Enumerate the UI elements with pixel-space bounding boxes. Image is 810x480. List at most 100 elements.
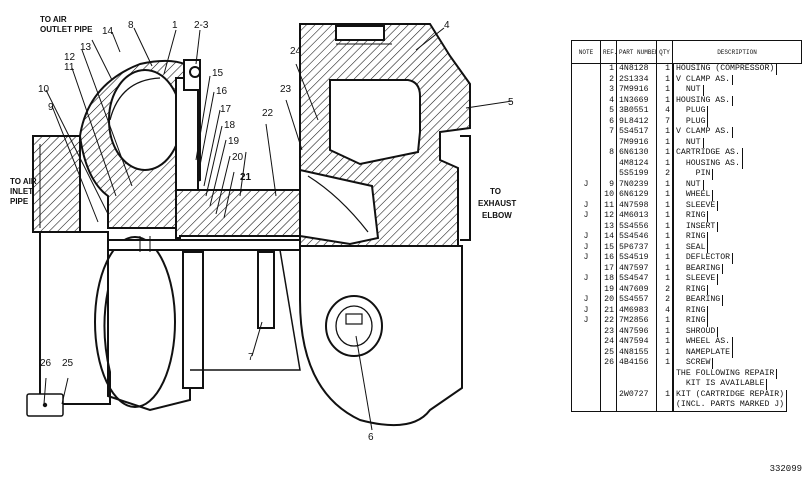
part-callouts: 1 2-3 4 5 6 7 8 9 10 11 12 13 14 15 16 1…: [38, 20, 514, 443]
callout-19: 19: [228, 136, 240, 147]
table-cell-note: J: [571, 211, 601, 222]
table-cell-qty: 1: [656, 326, 673, 337]
table-cell-ref: 15: [600, 242, 617, 253]
header-qty: QTY: [656, 40, 673, 64]
table-cell-note: [571, 63, 601, 75]
table-cell-part: 1N3669: [616, 95, 657, 106]
table-cell-note: [571, 389, 601, 400]
table-cell-desc: RING: [673, 305, 709, 316]
table-cell-desc: RING: [673, 232, 709, 243]
table-cell-note: J: [571, 295, 601, 306]
table-cell-desc: PLUG: [673, 116, 709, 127]
table-cell-part: 4N7596: [616, 326, 657, 337]
table-cell-desc: BEARING: [673, 263, 724, 274]
table-cell-qty: 1: [656, 253, 673, 264]
table-cell-ref: 20: [600, 295, 617, 306]
table-cell-part: 4B4156: [616, 358, 657, 369]
callout-14: 14: [102, 26, 114, 37]
table-cell-part: 5S4519: [616, 253, 657, 264]
table-cell-part: [616, 379, 657, 390]
header-part-number: PART NUMBER: [616, 40, 657, 64]
header-note: NOTE: [571, 40, 601, 64]
table-cell-ref: 11: [600, 200, 617, 211]
table-cell-note: [571, 326, 601, 337]
table-cell-part: 2S1334: [616, 74, 657, 85]
table-cell-qty: 1: [656, 127, 673, 138]
table-cell-ref: 6: [600, 116, 617, 127]
callout-9: 9: [48, 102, 54, 113]
table-cell-qty: 1: [656, 347, 673, 358]
table-cell-part: 4N7597: [616, 263, 657, 274]
table-cell-ref: 19: [600, 284, 617, 295]
table-cell-part: 6N6129: [616, 190, 657, 201]
table-cell-qty: 1: [656, 158, 673, 169]
table-cell-desc: NUT: [673, 179, 704, 190]
diagram-captions: TO AIR OUTLET PIPE TO AIR INLET PIPE TO …: [10, 15, 516, 220]
callout-10: 10: [38, 84, 50, 95]
table-cell-desc: SHROUD: [673, 326, 719, 337]
table-cell-note: [571, 221, 601, 232]
table-cell-part: 5P6737: [616, 242, 657, 253]
table-cell-part: 4N7609: [616, 284, 657, 295]
table-cell-ref: 13: [600, 221, 617, 232]
table-cell-part: 4N7598: [616, 200, 657, 211]
table-cell-part: 4N8128: [616, 63, 657, 75]
table-cell-note: [571, 379, 601, 390]
table-cell-note: J: [571, 305, 601, 316]
table-cell-note: [571, 95, 601, 106]
table-cell-note: [571, 127, 601, 138]
table-cell-note: [571, 74, 601, 85]
table-cell-ref: 17: [600, 263, 617, 274]
table-cell-note: [571, 148, 601, 159]
table-cell-qty: 1: [656, 263, 673, 274]
callout-13: 13: [80, 42, 92, 53]
table-cell-ref: 3: [600, 85, 617, 96]
table-cell-note: [571, 116, 601, 127]
table-cell-desc: RING: [673, 211, 709, 222]
table-cell-desc: (INCL. PARTS MARKED J): [673, 400, 788, 412]
table-cell-qty: 1: [656, 63, 673, 75]
table-cell-desc: NUT: [673, 85, 704, 96]
callout-2-3: 2-3: [194, 20, 209, 31]
table-cell-desc: KIT IS AVAILABLE: [673, 379, 768, 390]
table-cell-desc: WHEEL AS.: [673, 337, 734, 348]
table-cell-part: 5S4517: [616, 127, 657, 138]
table-cell-part: 7N0239: [616, 179, 657, 190]
table-cell-qty: 1: [656, 95, 673, 106]
turbocharger-cutaway-diagram: 1 2-3 4 5 6 7 8 9 10 11 12 13 14 15 16 1…: [10, 15, 516, 443]
table-cell-part: 5S4557: [616, 295, 657, 306]
table-cell-ref: 22: [600, 316, 617, 327]
callout-5: 5: [508, 97, 514, 108]
table-cell-desc: NUT: [673, 137, 704, 148]
table-cell-ref: 1: [600, 63, 617, 75]
callout-12: 12: [64, 52, 76, 63]
table-cell-part: 4M6013: [616, 211, 657, 222]
table-cell-qty: 1: [656, 232, 673, 243]
table-cell-ref: 9: [600, 179, 617, 190]
table-cell-desc: SLEEVE: [673, 274, 719, 285]
table-cell-qty: 1: [656, 211, 673, 222]
table-row: (INCL. PARTS MARKED J): [571, 400, 802, 412]
table-cell-ref: 7: [600, 127, 617, 138]
table-cell-desc: NAMEPLATE: [673, 347, 734, 358]
table-cell-note: [571, 190, 601, 201]
caption-air-inlet-3: PIPE: [10, 197, 29, 206]
table-cell-ref: 4: [600, 95, 617, 106]
table-cell-desc: DEFLECTOR: [673, 253, 734, 264]
table-cell-part: 4N8155: [616, 347, 657, 358]
table-cell-note: [571, 284, 601, 295]
table-cell-desc: HOUSING (COMPRESSOR): [673, 64, 778, 75]
table-cell-part: 4M6983: [616, 305, 657, 316]
table-cell-ref: [600, 400, 617, 412]
table-cell-part: 7M9916: [616, 137, 657, 148]
table-cell-ref: [600, 137, 617, 148]
